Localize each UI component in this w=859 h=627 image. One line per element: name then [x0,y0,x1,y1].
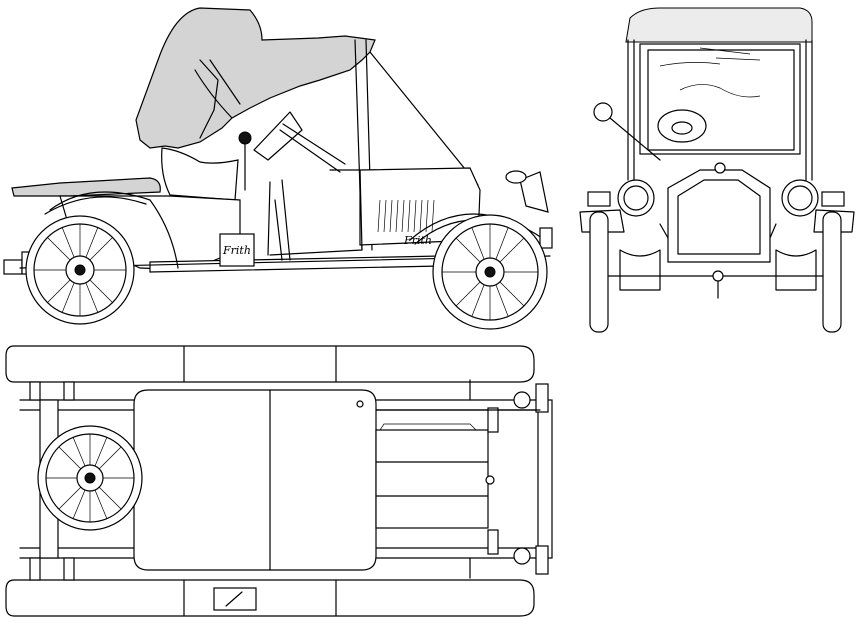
front-wheel-left [589,211,609,333]
front-canopy [625,7,813,43]
top-body-tub [133,389,377,571]
side-badge [219,233,255,267]
gear-lever-knob [238,131,252,145]
side-badge-text: Frith [222,244,251,257]
step-pad [213,587,257,611]
side-view: Frith [3,7,553,330]
windscreen [639,43,801,155]
side-headlamp [519,171,549,213]
side-rear-wheel [25,215,135,325]
front-headlamp-right [781,179,819,217]
front-steering-wheel [657,109,707,143]
rear-deck [11,177,161,197]
top-fender-upper [5,345,535,383]
radiator [667,169,771,263]
bonnet [359,167,481,246]
top-view [5,345,553,617]
seat [161,147,239,201]
steering-wheel [253,111,303,161]
folding-top [135,7,376,149]
engine-plate-text: Frith [403,234,432,247]
top-bonnet [375,429,489,529]
top-fender-lower [5,579,535,617]
bonnet-louvres [377,199,435,233]
rear-fender [49,191,179,269]
side-front-wheel [432,214,548,330]
front-headlamp-left [617,179,655,217]
front-wheel-right [822,211,842,333]
front-view [579,7,855,333]
side-mirror [593,102,613,122]
spare-wheel [37,425,143,531]
